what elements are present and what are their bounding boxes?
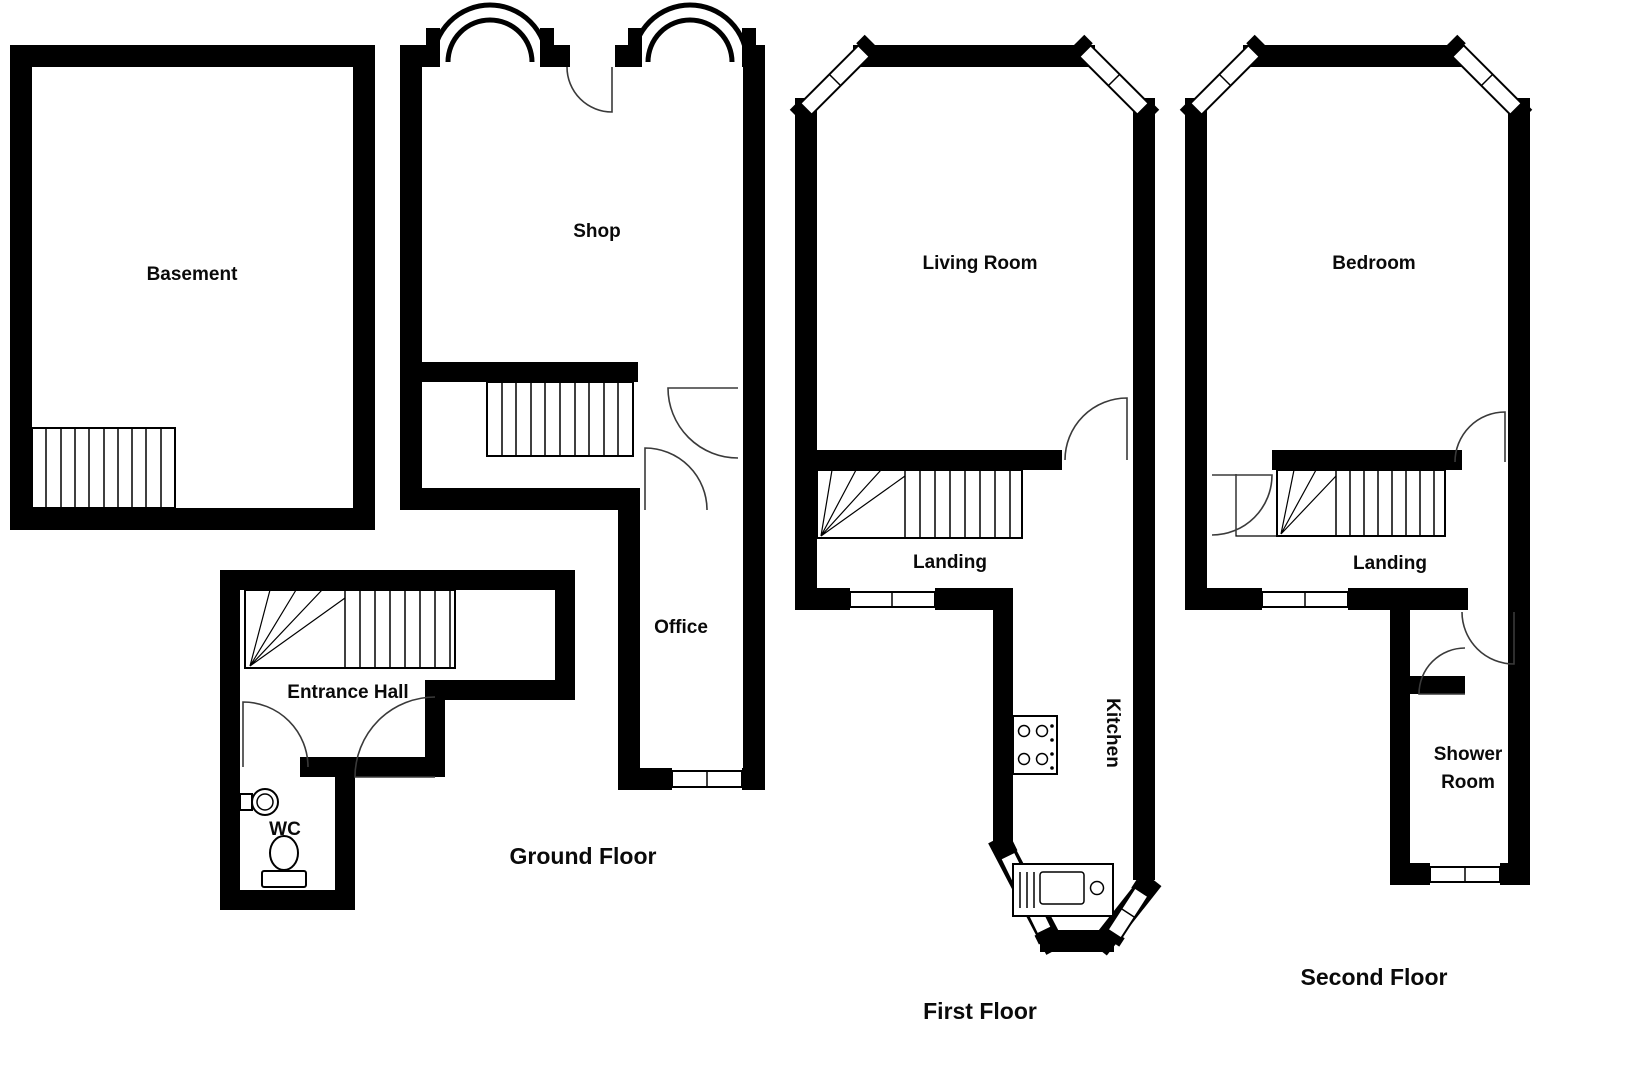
living-room-door-arc	[1064, 397, 1128, 461]
bedroom-bay-window-right	[1441, 34, 1533, 126]
basement-walls	[10, 45, 375, 530]
first-landing-label: Landing	[913, 552, 987, 573]
hall-door-arc	[354, 696, 436, 778]
second-landing-door-arc	[1211, 474, 1273, 536]
basement-unit: Basement	[10, 45, 375, 530]
kitchen-label: Kitchen	[1102, 698, 1123, 768]
entrance-hall-unit: Entrance Hall WC Ground Floor	[220, 570, 657, 910]
entrance-hall-label: Entrance Hall	[287, 682, 408, 703]
second-landing-window	[1261, 588, 1349, 610]
bay-window-right	[1068, 34, 1160, 126]
first-floor-stairs	[816, 469, 1023, 539]
toilet-icon	[261, 835, 307, 888]
second-floor-stairs	[1235, 469, 1446, 537]
second-floor-unit: Bedroom Landing Shower Room Second Floor	[1179, 34, 1533, 990]
shower-inner-door-arc	[1418, 647, 1466, 695]
kitchen-sink-icon	[1012, 863, 1114, 917]
landing-window	[849, 588, 936, 610]
basement-stairs	[31, 427, 176, 509]
second-floor-title: Second Floor	[1301, 964, 1448, 990]
wc-label: WC	[269, 819, 301, 840]
first-floor-title: First Floor	[923, 998, 1037, 1024]
shop-label: Shop	[573, 221, 621, 242]
ground-floor-title: Ground Floor	[510, 843, 657, 869]
shop-stairs	[486, 381, 634, 457]
first-floor-unit: Living Room Landing Kitchen First Floor	[789, 34, 1162, 1024]
entrance-hall-stairs	[244, 589, 456, 669]
shower-room-label-line2: Room	[1441, 772, 1495, 793]
second-landing-label: Landing	[1353, 553, 1427, 574]
bay-window-left	[789, 34, 881, 126]
office-label: Office	[654, 617, 708, 638]
office-window	[671, 768, 743, 790]
shop-office-unit: Shop Office	[400, 2, 765, 790]
wc-basin-icon	[239, 788, 279, 816]
shower-room-label-line1: Shower	[1434, 744, 1503, 765]
basement-label: Basement	[147, 264, 238, 285]
shower-entry-door-arc	[1461, 611, 1515, 665]
living-room-label: Living Room	[922, 253, 1037, 274]
office-door-arc	[644, 447, 708, 511]
bedroom-door-arc	[1454, 411, 1506, 463]
bedroom-label: Bedroom	[1332, 253, 1415, 274]
shower-room-window	[1429, 863, 1501, 885]
wc-door-arc	[242, 701, 309, 768]
entrance-hall-walls	[220, 570, 575, 910]
kitchen-window-right	[1100, 879, 1156, 947]
shop-walls	[400, 28, 765, 790]
shop-corridor-door-arc	[667, 387, 739, 459]
bedroom-bay-window-left	[1179, 34, 1271, 126]
shop-entrance-door-arc	[566, 66, 613, 113]
stove-icon	[1012, 715, 1058, 775]
second-floor-walls	[1185, 45, 1530, 885]
